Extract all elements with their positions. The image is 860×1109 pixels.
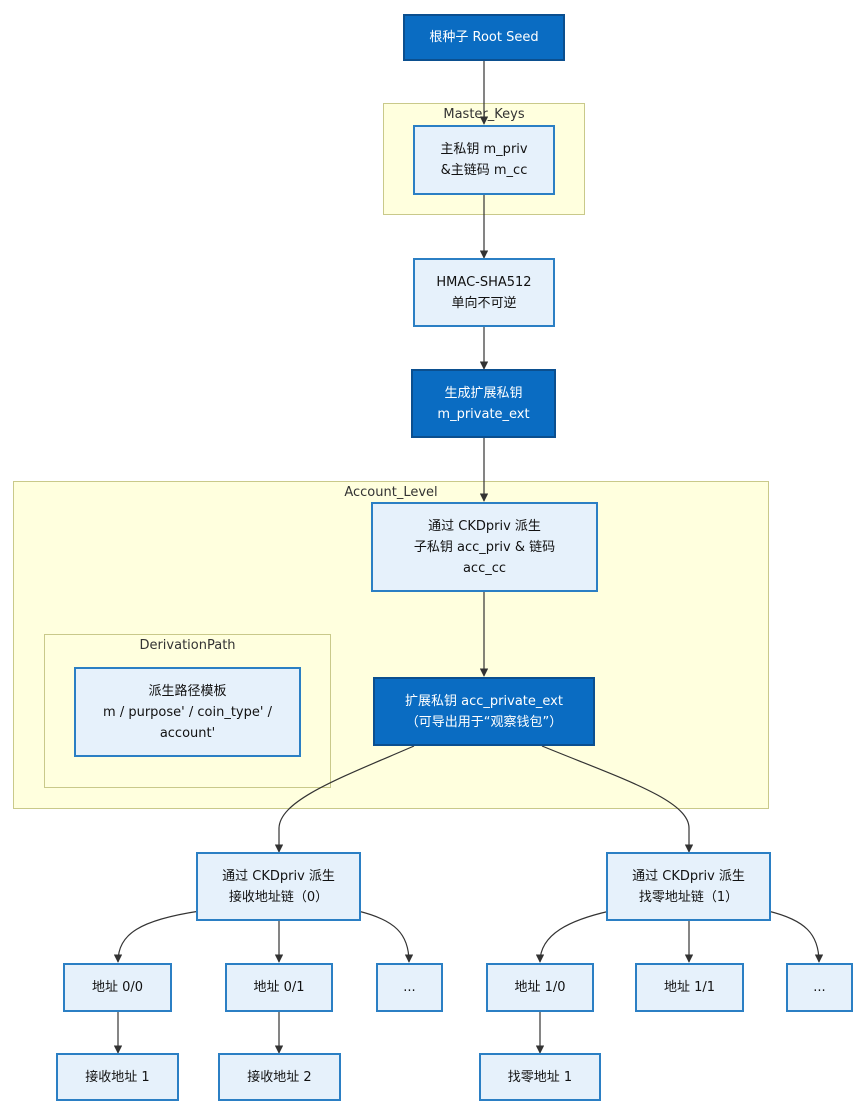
node-label-line: 找零地址 1	[507, 1069, 573, 1085]
node-receive-addr-2: 接收地址 2	[218, 1053, 341, 1101]
edge-change-chain-to-addr-1-0	[535, 910, 611, 963]
node-label-line: 扩展私钥 acc_private_ext	[405, 693, 563, 709]
node-receive-chain: 通过 CKDpriv 派生 接收地址链（0）	[196, 852, 361, 921]
node-ckd-account: 通过 CKDpriv 派生 子私钥 acc_priv & 链码 acc_cc	[371, 502, 598, 592]
edge-acc-ext-to-receive-chain	[274, 745, 415, 853]
edge-receive-chain-to-addr-0-0	[113, 910, 201, 963]
node-label-line: 根种子 Root Seed	[429, 30, 539, 45]
node-label-line: （可导出用于“观察钱包”）	[405, 714, 563, 730]
node-label-line: 子私钥 acc_priv & 链码	[413, 539, 556, 555]
node-label-line: ...	[403, 980, 416, 995]
node-label-line: HMAC-SHA512	[436, 274, 532, 290]
node-m-private-ext: 生成扩展私钥 m_private_ext	[411, 369, 556, 438]
edge-acc-ext-to-change-chain	[541, 745, 694, 853]
node-receive-addr-1: 接收地址 1	[56, 1053, 179, 1101]
node-addr-0-1: 地址 0/1	[225, 963, 333, 1012]
node-change-addr-1: 找零地址 1	[479, 1053, 601, 1101]
group-label-derivation-path: DerivationPath	[139, 638, 236, 653]
node-label-line: 地址 0/0	[91, 980, 144, 995]
node-addr-1-0: 地址 1/0	[486, 963, 594, 1012]
node-label-line: 单向不可逆	[451, 295, 517, 311]
node-label-line: 地址 0/1	[253, 980, 305, 995]
node-label-line: 派生路径模板	[148, 683, 227, 699]
node-change-chain: 通过 CKDpriv 派生 找零地址链（1）	[606, 852, 771, 921]
node-label-line: 通过 CKDpriv 派生	[428, 518, 541, 534]
node-label-line: m_private_ext	[437, 406, 530, 422]
node-label-line: 接收地址 1	[85, 1069, 150, 1085]
node-label-line: 接收地址 2	[247, 1069, 312, 1085]
node-addr-0-more: ...	[376, 963, 443, 1012]
group-label-account-level: Account_Level	[344, 485, 438, 500]
node-label-line: m / purpose' / coin_type' /	[103, 704, 272, 720]
node-addr-0-0: 地址 0/0	[63, 963, 172, 1012]
node-master-key: 主私钥 m_priv &主链码 m_cc	[413, 125, 555, 195]
node-label-line: 找零地址链（1）	[638, 889, 739, 905]
node-addr-1-more: ...	[786, 963, 853, 1012]
node-path-template: 派生路径模板 m / purpose' / coin_type' / accou…	[74, 667, 301, 757]
node-label-line: account'	[159, 725, 216, 741]
edge-receive-chain-to-addr-0-more	[357, 910, 414, 963]
node-label-line: 接收地址链（0）	[228, 889, 329, 905]
node-hmac-sha512: HMAC-SHA512 单向不可逆	[413, 258, 555, 327]
node-label-line: acc_cc	[462, 560, 507, 576]
node-label-line: 地址 1/1	[663, 980, 716, 995]
node-acc-private-ext: 扩展私钥 acc_private_ext （可导出用于“观察钱包”）	[373, 677, 595, 746]
node-label-line: &主链码 m_cc	[440, 163, 528, 178]
node-label-line: 主私钥 m_priv	[440, 142, 528, 157]
node-label-line: 通过 CKDpriv 派生	[632, 868, 745, 884]
node-root-seed: 根种子 Root Seed	[403, 14, 565, 61]
node-label-line: 生成扩展私钥	[444, 385, 523, 401]
node-label-line: ...	[813, 980, 826, 995]
node-label-line: 通过 CKDpriv 派生	[222, 868, 335, 884]
node-addr-1-1: 地址 1/1	[635, 963, 744, 1012]
edge-change-chain-to-addr-1-more	[767, 910, 824, 963]
node-label-line: 地址 1/0	[514, 980, 566, 995]
